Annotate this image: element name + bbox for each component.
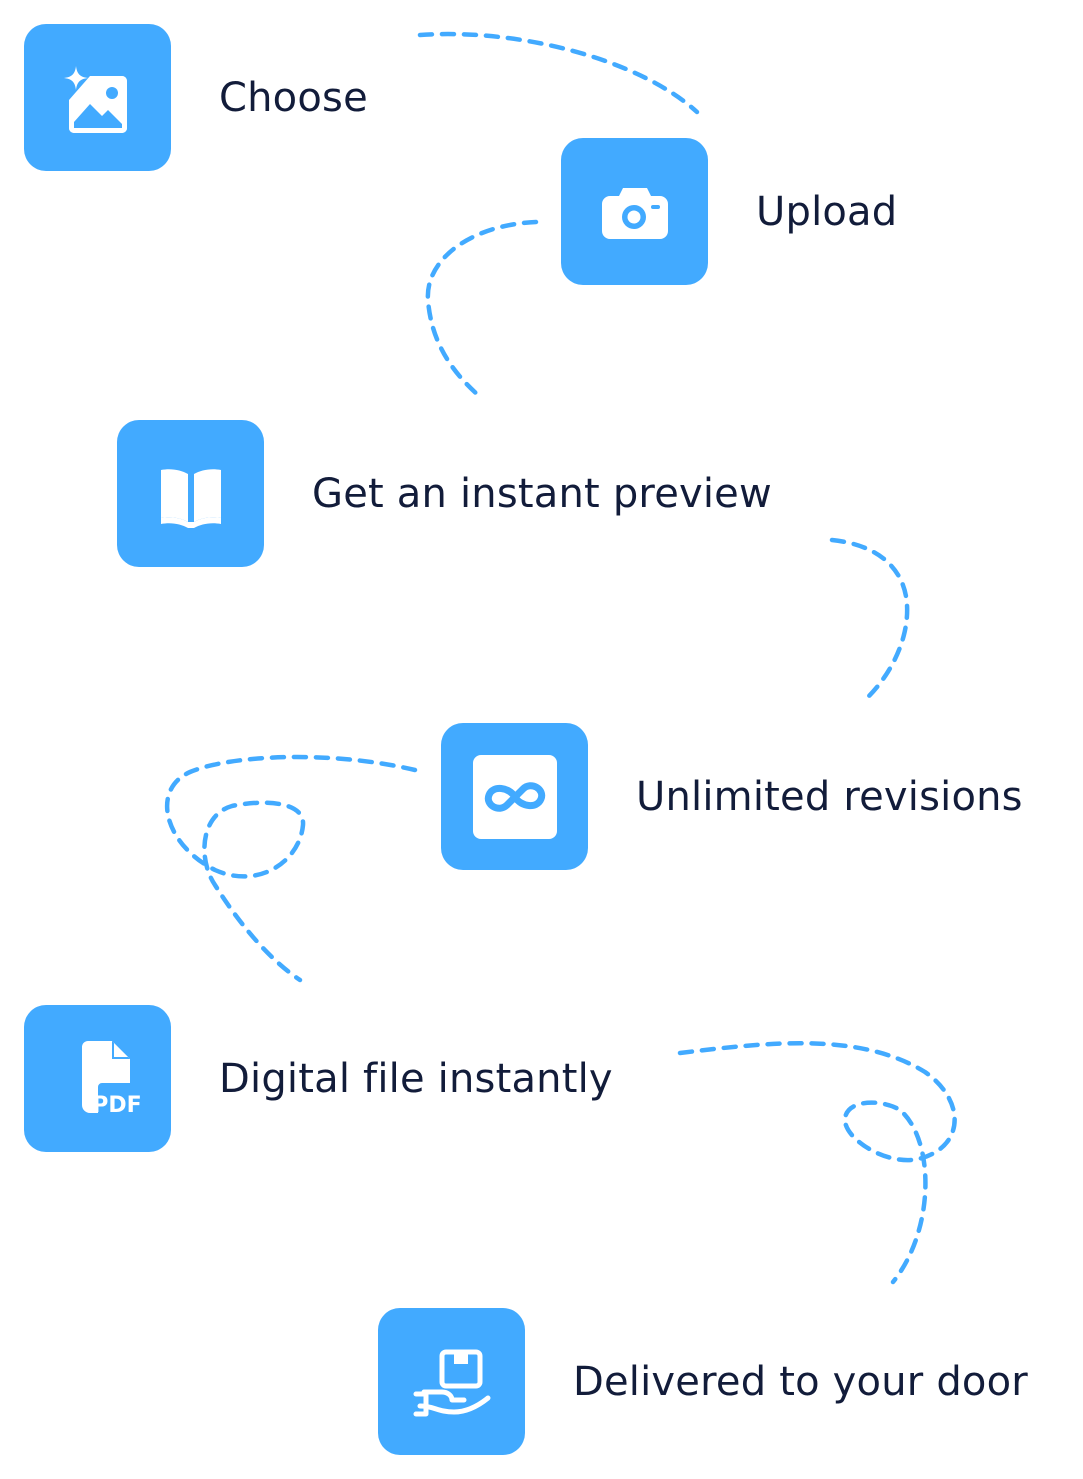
step-upload-label: Upload	[756, 188, 898, 235]
pdf-text: PDF	[92, 1093, 141, 1118]
connector-pdf-delivered	[677, 1040, 957, 1285]
image-sparkle-icon	[63, 65, 127, 133]
step-upload: Upload	[561, 138, 897, 285]
step-digital-file: PDF Digital file instantly	[24, 1005, 613, 1152]
step-revisions-label: Unlimited revisions	[636, 773, 1023, 820]
connector-choose-upload	[417, 31, 700, 115]
connector-revisions-pdf	[164, 754, 418, 983]
step-preview: Get an instant preview	[117, 420, 772, 567]
infinity-icon	[472, 754, 557, 839]
pdf-file-icon: PDF	[81, 1040, 141, 1118]
camera-icon	[601, 187, 668, 239]
step-delivered: Delivered to your door	[378, 1308, 1028, 1455]
step-digital-file-tile: PDF	[24, 1005, 171, 1152]
step-preview-label: Get an instant preview	[312, 470, 772, 517]
step-delivered-label: Delivered to your door	[573, 1358, 1028, 1405]
open-book-icon	[160, 468, 221, 528]
step-upload-tile	[561, 138, 708, 285]
step-revisions-tile	[441, 723, 588, 870]
step-choose-label: Choose	[219, 74, 368, 121]
step-revisions: Unlimited revisions	[441, 723, 1023, 870]
step-choose-tile	[24, 24, 171, 171]
step-digital-file-label: Digital file instantly	[219, 1055, 613, 1102]
step-preview-tile	[117, 420, 264, 567]
connector-preview-revisions	[829, 537, 910, 700]
connector-upload-preview	[425, 219, 539, 398]
package-in-hand-icon	[413, 1349, 490, 1416]
step-choose: Choose	[24, 24, 368, 171]
step-delivered-tile	[378, 1308, 525, 1455]
